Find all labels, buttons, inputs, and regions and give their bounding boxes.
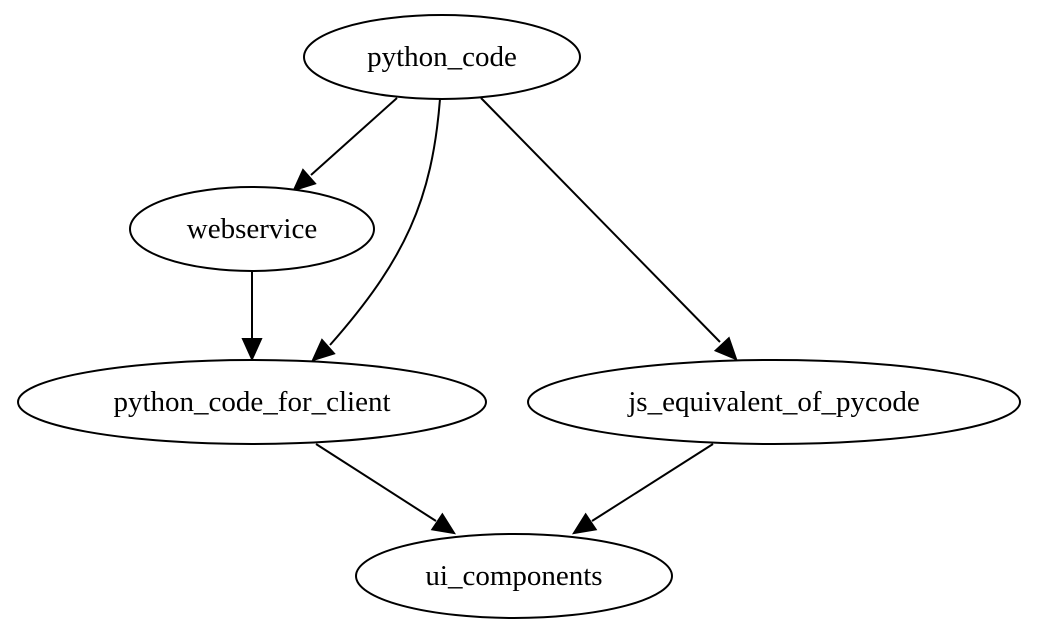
- edges-layer: [241, 97, 738, 535]
- edge-python_code-to-python_code_for_client: [311, 98, 441, 362]
- node-ellipse: [129, 186, 375, 272]
- node-ellipse: [355, 533, 673, 619]
- node-ellipse: [17, 359, 487, 445]
- arrowhead-icon: [713, 336, 738, 361]
- edge-webservice-to-python_code_for_client: [241, 271, 263, 362]
- arrowhead-icon: [241, 338, 263, 362]
- edge-line: [310, 97, 398, 176]
- edge-python_code-to-js_equivalent_of_pycode: [480, 97, 738, 361]
- edge-line: [591, 443, 714, 522]
- node-label: webservice: [187, 213, 317, 245]
- arrowhead-icon: [292, 168, 317, 192]
- node-ui-components: ui_components: [355, 533, 673, 619]
- edge-line: [480, 97, 721, 343]
- node-label: python_code: [367, 41, 517, 73]
- edge-js_equivalent_of_pycode-to-ui_components: [571, 443, 714, 535]
- arrowhead-icon: [430, 512, 457, 535]
- node-label: js_equivalent_of_pycode: [627, 386, 920, 418]
- node-python-code: python_code: [303, 14, 581, 100]
- node-ellipse: [303, 14, 581, 100]
- edge-line: [315, 443, 437, 522]
- node-webservice: webservice: [129, 186, 375, 272]
- arrowhead-icon: [311, 338, 336, 362]
- node-python-code-for-client: python_code_for_client: [17, 359, 487, 445]
- nodes-layer: python_code webservice python_code_for_cli…: [17, 14, 1021, 619]
- node-js-equivalent-of-pycode: js_equivalent_of_pycode: [527, 359, 1021, 445]
- node-ellipse: [527, 359, 1021, 445]
- node-label: python_code_for_client: [113, 386, 390, 418]
- node-label: ui_components: [425, 560, 602, 592]
- edge-python_code_for_client-to-ui_components: [315, 443, 457, 535]
- edge-python_code-to-webservice: [292, 97, 398, 192]
- edge-line: [329, 98, 441, 346]
- arrowhead-icon: [571, 512, 598, 535]
